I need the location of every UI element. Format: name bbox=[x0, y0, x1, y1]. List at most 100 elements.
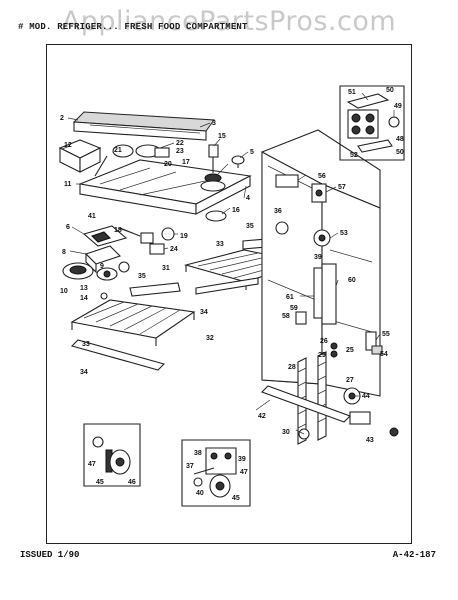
callout-25: 25 bbox=[346, 347, 354, 354]
callout-50-bottom: 50 bbox=[396, 149, 404, 156]
capacitor-part bbox=[84, 245, 122, 274]
callout-44: 44 bbox=[362, 393, 370, 400]
callout-36: 36 bbox=[274, 208, 282, 215]
callout-52: 52 bbox=[350, 152, 358, 159]
callout-50-top: 50 bbox=[386, 87, 394, 94]
callout-53: 53 bbox=[340, 230, 348, 237]
callout-60: 60 bbox=[348, 277, 356, 284]
callout-31: 31 bbox=[162, 265, 170, 272]
callout-5: 5 bbox=[250, 149, 254, 156]
callout-10: 10 bbox=[60, 288, 68, 295]
screw-part-25 bbox=[330, 350, 338, 358]
callout-48: 48 bbox=[396, 136, 404, 143]
callout-13: 13 bbox=[80, 285, 88, 292]
callout-41: 41 bbox=[88, 213, 96, 220]
control-bracket-part bbox=[311, 183, 327, 203]
crisper-rail-right-part bbox=[317, 351, 327, 441]
callout-21: 21 bbox=[114, 147, 122, 154]
callout-55: 55 bbox=[382, 331, 390, 338]
diagram-frame bbox=[46, 44, 412, 544]
callout-51: 51 bbox=[348, 89, 356, 96]
callout-49: 49 bbox=[394, 103, 402, 110]
nut-part bbox=[118, 261, 130, 273]
fan-motor-part bbox=[62, 262, 94, 280]
callout-59: 59 bbox=[290, 305, 298, 312]
callout-2: 2 bbox=[60, 115, 64, 122]
callout-8: 8 bbox=[62, 249, 66, 256]
mullion-part bbox=[321, 263, 337, 325]
callout-19: 19 bbox=[180, 233, 188, 240]
watermark: AppliancePartsPros.com bbox=[61, 6, 397, 37]
callout-29: 29 bbox=[318, 352, 326, 359]
callout-35-upper: 35 bbox=[246, 223, 254, 230]
callout-40: 40 bbox=[196, 490, 204, 497]
callout-46: 46 bbox=[128, 479, 136, 486]
callout-20: 20 bbox=[164, 161, 172, 168]
callout-18: 18 bbox=[114, 227, 122, 234]
callout-16: 16 bbox=[232, 207, 240, 214]
hinge-detail-box bbox=[339, 85, 405, 161]
thermostat-knob-part bbox=[200, 144, 226, 192]
diagram-code: A-42-187 bbox=[392, 550, 436, 560]
top-trim-part bbox=[72, 111, 215, 141]
callout-33-upper: 33 bbox=[216, 241, 224, 248]
bulb-part bbox=[231, 155, 245, 168]
callout-15: 15 bbox=[218, 133, 226, 140]
screw-part bbox=[100, 292, 108, 300]
issued-date: ISSUED 1/90 bbox=[20, 550, 80, 560]
glass-trim-part bbox=[70, 339, 166, 371]
control-housing-part bbox=[77, 159, 252, 215]
screw-part-26 bbox=[330, 342, 338, 350]
callout-24: 24 bbox=[170, 246, 178, 253]
callout-27: 27 bbox=[346, 377, 354, 384]
crisper-trim-part bbox=[129, 282, 181, 297]
light-shield-part bbox=[275, 174, 299, 188]
damper-part bbox=[313, 229, 331, 247]
callout-43: 43 bbox=[366, 437, 374, 444]
callout-9: 9 bbox=[100, 263, 104, 270]
lower-shelf-part bbox=[70, 299, 196, 346]
roller-detail-right-box bbox=[181, 439, 251, 507]
callout-47-right: 47 bbox=[240, 469, 248, 476]
callout-35: 35 bbox=[138, 273, 146, 280]
callout-45-right: 45 bbox=[232, 495, 240, 502]
callout-33-lower: 33 bbox=[82, 341, 90, 348]
diagram-header: # MOD. REFRIGER... FRESH FOOD COMPARTMEN… bbox=[18, 22, 248, 32]
callout-11: 11 bbox=[64, 181, 72, 188]
callout-39-detail: 39 bbox=[238, 456, 246, 463]
callout-30: 30 bbox=[282, 429, 290, 436]
callout-38: 38 bbox=[194, 450, 202, 457]
callout-14: 14 bbox=[80, 295, 88, 302]
callout-37: 37 bbox=[186, 463, 194, 470]
grommet-part bbox=[205, 210, 227, 222]
switch-part bbox=[119, 227, 175, 244]
leader-lines bbox=[61, 92, 395, 435]
callout-39: 39 bbox=[314, 254, 322, 261]
callout-61: 61 bbox=[286, 294, 294, 301]
callout-26: 26 bbox=[320, 338, 328, 345]
callout-22: 22 bbox=[176, 140, 184, 147]
callout-45-left: 45 bbox=[96, 479, 104, 486]
callout-12: 12 bbox=[64, 142, 72, 149]
roller-detail-left-box bbox=[83, 423, 141, 487]
callout-56: 56 bbox=[318, 173, 326, 180]
callout-47-left: 47 bbox=[88, 461, 96, 468]
roller-bracket-part bbox=[349, 411, 399, 437]
fan-blade-part bbox=[96, 267, 118, 281]
light-socket-group bbox=[94, 144, 170, 177]
callout-57: 57 bbox=[338, 184, 346, 191]
callout-numbers: 2 3 12 22 23 21 20 15 5 17 11 4 16 41 19… bbox=[60, 87, 404, 502]
callout-32: 32 bbox=[206, 335, 214, 342]
callout-17: 17 bbox=[182, 159, 190, 166]
callout-34-lower: 34 bbox=[80, 369, 88, 376]
callout-23: 23 bbox=[176, 148, 184, 155]
switch-box-part bbox=[58, 139, 102, 173]
mullion-rail-part bbox=[313, 267, 323, 319]
callout-54: 54 bbox=[380, 351, 388, 358]
callout-4: 4 bbox=[246, 195, 250, 202]
callout-28: 28 bbox=[288, 364, 296, 371]
thermostat-bracket-part bbox=[82, 225, 128, 247]
plug-part bbox=[275, 221, 289, 235]
relay-part bbox=[149, 243, 165, 255]
